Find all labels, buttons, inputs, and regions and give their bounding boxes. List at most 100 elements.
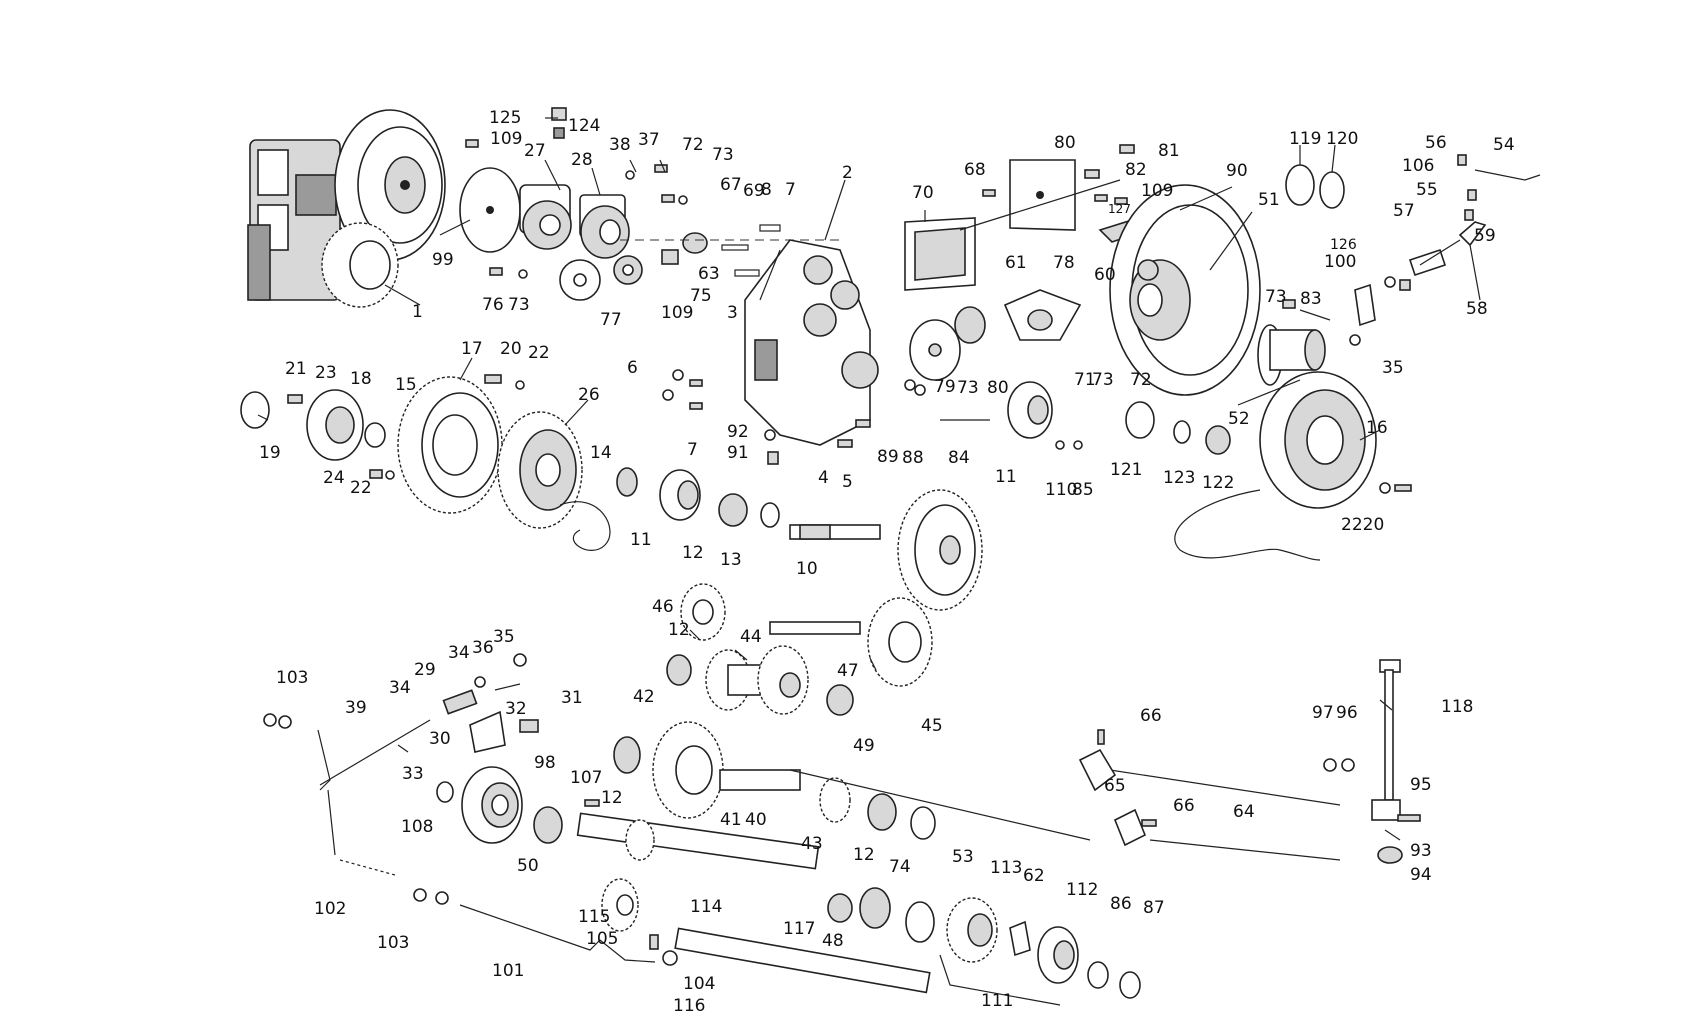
label-73-e: 73 xyxy=(1265,287,1287,307)
label-7-upper: 7 xyxy=(785,180,796,200)
label-78: 78 xyxy=(1053,253,1075,273)
part-engine-block xyxy=(247,109,446,308)
label-11-right: 11 xyxy=(995,467,1017,487)
label-17: 17 xyxy=(461,339,483,359)
part-end-cover-18 xyxy=(306,389,364,461)
label-18: 18 xyxy=(350,369,372,389)
part-cover-plate xyxy=(459,167,521,253)
label-35-upper: 35 xyxy=(1382,358,1404,378)
label-4: 4 xyxy=(818,468,829,488)
label-84: 84 xyxy=(948,448,970,468)
label-41: 41 xyxy=(720,810,742,830)
label-44: 44 xyxy=(740,627,762,647)
label-103-lower: 103 xyxy=(377,933,409,953)
label-83: 83 xyxy=(1300,289,1322,309)
label-127: 127 xyxy=(1108,202,1131,216)
label-35-lower: 35 xyxy=(493,627,515,647)
label-125: 125 xyxy=(489,108,521,128)
label-120: 120 xyxy=(1326,129,1358,149)
label-47: 47 xyxy=(837,661,859,681)
label-2: 2 xyxy=(842,163,853,183)
label-116: 116 xyxy=(673,996,705,1016)
label-113: 113 xyxy=(990,858,1022,878)
part-gear-45 xyxy=(867,597,933,687)
label-12-a: 12 xyxy=(682,543,704,563)
part-synchro-113 xyxy=(946,897,998,963)
label-23: 23 xyxy=(315,363,337,383)
label-45: 45 xyxy=(921,716,943,736)
label-107: 107 xyxy=(570,768,602,788)
label-27: 27 xyxy=(524,141,546,161)
part-shift-linkage xyxy=(1349,154,1541,346)
label-73-b: 73 xyxy=(508,295,530,315)
part-gasket-70 xyxy=(904,217,976,291)
label-30: 30 xyxy=(429,729,451,749)
label-38: 38 xyxy=(609,135,631,155)
label-93: 93 xyxy=(1410,841,1432,861)
part-output-shaft-116 xyxy=(674,927,931,994)
label-63: 63 xyxy=(698,264,720,284)
label-42: 42 xyxy=(633,687,655,707)
label-126: 126 xyxy=(1330,237,1357,253)
label-76: 76 xyxy=(482,295,504,315)
label-43: 43 xyxy=(801,834,823,854)
label-96: 96 xyxy=(1336,703,1358,723)
label-16: 16 xyxy=(1366,418,1388,438)
label-28: 28 xyxy=(571,150,593,170)
label-33: 33 xyxy=(402,764,424,784)
label-37: 37 xyxy=(638,130,660,150)
label-53: 53 xyxy=(952,847,974,867)
part-main-shaft-10 xyxy=(789,524,881,540)
label-1: 1 xyxy=(412,302,423,322)
label-52: 52 xyxy=(1228,409,1250,429)
label-32: 32 xyxy=(505,699,527,719)
label-29: 29 xyxy=(414,660,436,680)
label-72-lower: 72 xyxy=(1130,370,1152,390)
label-70: 70 xyxy=(912,183,934,203)
label-117: 117 xyxy=(783,919,815,939)
label-71: 71 xyxy=(1074,370,1096,390)
label-79: 79 xyxy=(934,377,956,397)
label-7-lower: 7 xyxy=(687,440,698,460)
label-105: 105 xyxy=(586,929,618,949)
label-103-upper: 103 xyxy=(276,668,308,688)
label-122: 122 xyxy=(1202,473,1234,493)
part-fork-bracket xyxy=(1003,289,1082,341)
part-bearing-flange-right xyxy=(1007,381,1053,439)
label-99: 99 xyxy=(432,250,454,270)
label-98: 98 xyxy=(534,753,556,773)
part-gear-115 xyxy=(601,878,639,932)
label-75: 75 xyxy=(690,286,712,306)
label-26: 26 xyxy=(578,385,600,405)
label-73-a: 73 xyxy=(712,145,734,165)
part-crown-wheel xyxy=(897,489,983,611)
label-97: 97 xyxy=(1312,703,1334,723)
part-brake-assembly xyxy=(1174,371,1377,561)
label-15: 15 xyxy=(395,375,417,395)
label-2220: 2220 xyxy=(1341,515,1384,535)
label-124: 124 xyxy=(568,116,600,136)
label-13: 13 xyxy=(720,550,742,570)
label-50: 50 xyxy=(517,856,539,876)
label-20: 20 xyxy=(500,339,522,359)
label-65: 65 xyxy=(1104,776,1126,796)
part-cluster-gear-44 xyxy=(705,645,809,715)
label-60: 60 xyxy=(1094,265,1116,285)
label-62: 62 xyxy=(1023,866,1045,886)
label-64: 64 xyxy=(1233,802,1255,822)
label-68: 68 xyxy=(964,160,986,180)
label-39: 39 xyxy=(345,698,367,718)
label-108: 108 xyxy=(401,817,433,837)
part-cover-78 xyxy=(1009,159,1076,231)
label-24: 24 xyxy=(323,468,345,488)
label-80-lower: 80 xyxy=(987,378,1009,398)
part-bearing-housing-28 xyxy=(579,194,630,259)
label-19: 19 xyxy=(259,443,281,463)
part-gearbox-housing xyxy=(744,239,879,446)
label-110: 110 xyxy=(1045,480,1077,500)
label-119: 119 xyxy=(1289,129,1321,149)
part-brake-drum xyxy=(497,411,611,551)
label-92: 92 xyxy=(727,422,749,442)
label-101: 101 xyxy=(492,961,524,981)
